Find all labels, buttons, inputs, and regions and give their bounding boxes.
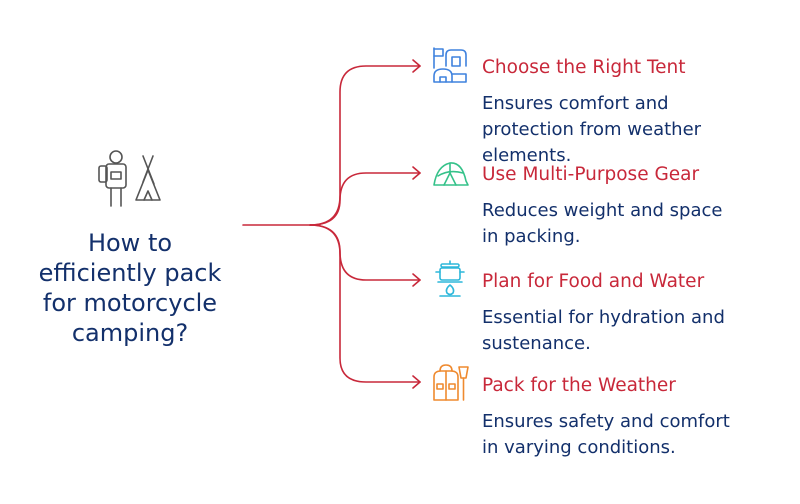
arrowhead-1 bbox=[412, 59, 421, 73]
arrowhead-4 bbox=[412, 375, 421, 389]
connector-branch-3 bbox=[309, 224, 421, 281]
connector-branch-2 bbox=[309, 172, 421, 226]
branch-title-pack-for-weather: Pack for the Weather bbox=[482, 375, 676, 396]
connector-branch-4 bbox=[309, 224, 421, 383]
connector-branch-1 bbox=[309, 65, 421, 226]
jacket-and-umbrella-icon bbox=[433, 364, 469, 401]
branch-desc-pack-for-weather: Ensures safety and comfort in varying co… bbox=[482, 411, 730, 458]
branch-desc-choose-tent: Ensures comfort and protection from weat… bbox=[482, 93, 702, 166]
branch-desc-food-and-water: Essential for hydration and sustenance. bbox=[482, 307, 725, 354]
arrowhead-3 bbox=[412, 273, 421, 287]
arrowhead-2 bbox=[412, 166, 421, 180]
tents-with-flag-icon bbox=[433, 47, 467, 83]
branch-desc-multi-purpose-gear: Reduces weight and space in packing. bbox=[482, 200, 723, 247]
branch-title-multi-purpose-gear: Use Multi-Purpose Gear bbox=[482, 164, 700, 185]
branch-title-food-and-water: Plan for Food and Water bbox=[482, 271, 705, 292]
branch-title-choose-tent: Choose the Right Tent bbox=[482, 57, 686, 78]
camp-stove-pot-icon bbox=[435, 260, 465, 297]
camper-with-tent-icon bbox=[98, 150, 161, 207]
dome-tent-icon bbox=[433, 162, 469, 186]
central-question: How to efficiently pack for motorcycle c… bbox=[38, 229, 222, 347]
